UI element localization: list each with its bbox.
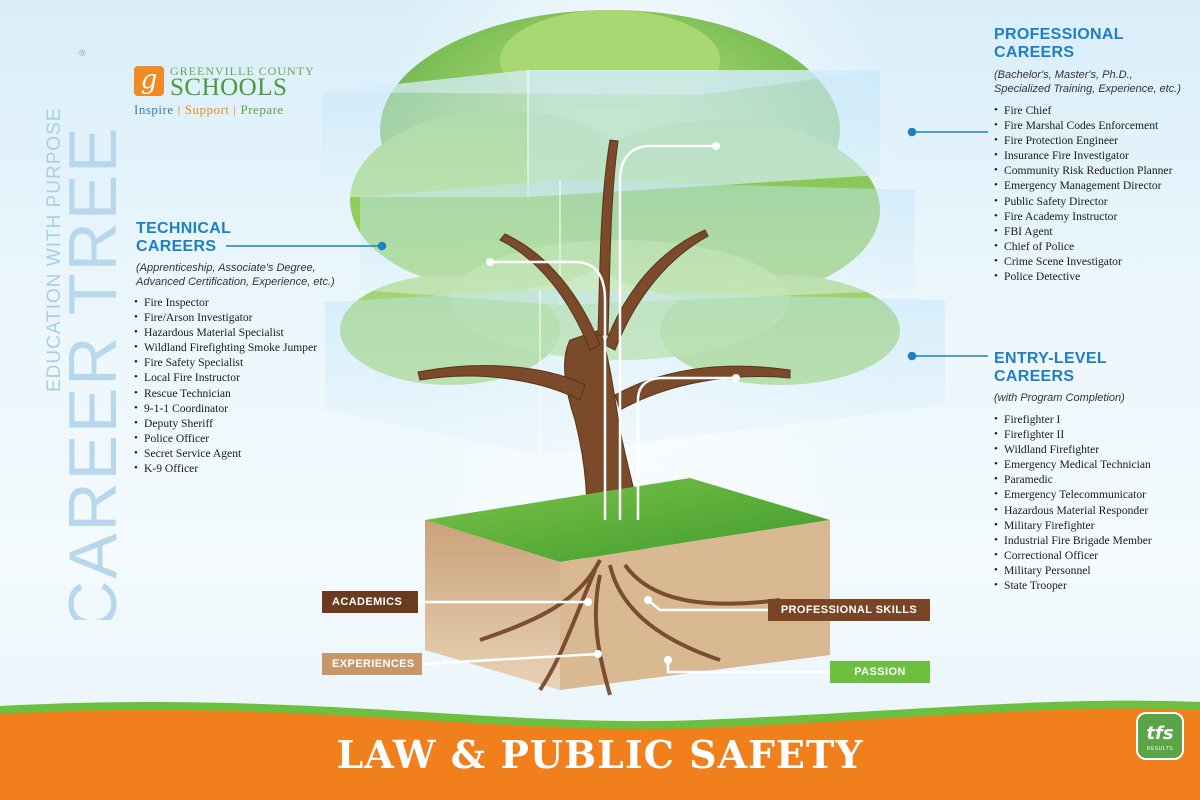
list-item: Deputy Sheriff (134, 416, 334, 431)
professional-heading-line2: CAREERS (994, 44, 1075, 61)
technical-heading: TECHNICAL CAREERS (136, 220, 231, 256)
list-item: Community Risk Reduction Planner (994, 163, 1184, 178)
list-item: Wildland Firefighting Smoke Jumper (134, 340, 334, 355)
entry-heading-line2: CAREERS (994, 368, 1075, 385)
tagline-prepare: Prepare (240, 102, 284, 117)
list-item: Emergency Management Director (994, 178, 1184, 193)
side-title-graphic: EDUCATION WITH PURPOSE CAREER TREE ® (44, 49, 131, 630)
list-item: Emergency Medical Technician (994, 457, 1184, 472)
root-label-professional-skills: PROFESSIONAL SKILLS (768, 599, 930, 621)
list-item: Industrial Fire Brigade Member (994, 533, 1184, 548)
logo-tagline: Inspire|Support|Prepare (134, 102, 284, 118)
professional-careers-list: Fire Chief Fire Marshal Codes Enforcemen… (994, 103, 1184, 284)
list-item: Fire Inspector (134, 295, 334, 310)
list-item: Firefighter I (994, 412, 1184, 427)
tagline-separator: | (177, 102, 181, 117)
entry-heading-line1: ENTRY-LEVEL (994, 350, 1107, 367)
list-item: Correctional Officer (994, 548, 1184, 563)
technical-subtitle: (Apprenticeship, Associate's Degree, Adv… (136, 261, 335, 289)
technical-subtitle-line2: Advanced Certification, Experience, etc.… (136, 276, 335, 288)
tagline-inspire: Inspire (134, 102, 174, 117)
list-item: 9-1-1 Coordinator (134, 401, 334, 416)
professional-heading: PROFESSIONAL CAREERS (994, 26, 1124, 62)
list-item: Local Fire Instructor (134, 370, 334, 385)
entry-subtitle: (with Program Completion) (994, 391, 1125, 405)
soil-block (425, 478, 830, 690)
technical-heading-line1: TECHNICAL (136, 220, 232, 237)
root-label-experiences: EXPERIENCES (322, 653, 422, 675)
root-label-passion: PASSION (830, 661, 930, 683)
list-item: Fire Protection Engineer (994, 133, 1184, 148)
list-item: Fire/Arson Investigator (134, 310, 334, 325)
entry-subtitle-line1: (with Program Completion) (994, 392, 1125, 404)
logo-schools: SCHOOLS (170, 74, 288, 101)
list-item: Fire Chief (994, 103, 1184, 118)
bottom-banner (0, 688, 1200, 800)
list-item: Military Firefighter (994, 518, 1184, 533)
list-item: Hazardous Material Responder (994, 503, 1184, 518)
list-item: Police Officer (134, 431, 334, 446)
list-item: Hazardous Material Specialist (134, 325, 334, 340)
root-label-academics: ACADEMICS (322, 591, 418, 613)
banner-graphic (0, 700, 1200, 800)
registered-mark: ® (78, 49, 87, 59)
list-item: Military Personnel (994, 563, 1184, 578)
logo-mark-icon: g (134, 66, 164, 96)
tagline-support: Support (184, 102, 230, 117)
entry-careers-list: Firefighter I Firefighter II Wildland Fi… (994, 412, 1184, 593)
district-logo: g GREENVILLE COUNTY SCHOOLS Inspire|Supp… (134, 64, 314, 120)
list-item: State Trooper (994, 578, 1184, 593)
list-item: Fire Safety Specialist (134, 355, 334, 370)
list-item: Firefighter II (994, 427, 1184, 442)
list-item: Fire Marshal Codes Enforcement (994, 118, 1184, 133)
list-item: Crime Scene Investigator (994, 254, 1184, 269)
list-item: Chief of Police (994, 239, 1184, 254)
professional-subtitle: (Bachelor's, Master's, Ph.D., Specialize… (994, 68, 1181, 96)
professional-heading-line1: PROFESSIONAL (994, 26, 1124, 43)
technical-heading-line2: CAREERS (136, 238, 217, 255)
list-item: Wildland Firefighter (994, 442, 1184, 457)
list-item: Public Safety Director (994, 194, 1184, 209)
pathway-title: LAW & PUBLIC SAFETY (336, 732, 864, 777)
list-item: Paramedic (994, 472, 1184, 487)
tagline-separator: | (233, 102, 237, 117)
side-title: EDUCATION WITH PURPOSE CAREER TREE ® (12, 20, 131, 630)
tfs-logo-icon: tfs (1136, 712, 1184, 760)
list-item: Emergency Telecommunicator (994, 487, 1184, 502)
list-item: FBI Agent (994, 224, 1184, 239)
list-item: Police Detective (994, 269, 1184, 284)
professional-subtitle-line2: Specialized Training, Experience, etc.) (994, 83, 1181, 95)
entry-heading: ENTRY-LEVEL CAREERS (994, 350, 1107, 386)
logo-county: GREENVILLE COUNTY (170, 64, 315, 78)
list-item: Rescue Technician (134, 386, 334, 401)
professional-subtitle-line1: (Bachelor's, Master's, Ph.D., (994, 69, 1133, 81)
technical-subtitle-line1: (Apprenticeship, Associate's Degree, (136, 262, 316, 274)
side-title-line1: EDUCATION WITH PURPOSE (44, 108, 65, 393)
side-title-line2: CAREER TREE (55, 126, 122, 620)
technical-careers-list: Fire Inspector Fire/Arson Investigator H… (134, 295, 334, 476)
list-item: Insurance Fire Investigator (994, 148, 1184, 163)
list-item: Secret Service Agent (134, 446, 334, 461)
list-item: Fire Academy Instructor (994, 209, 1184, 224)
list-item: K-9 Officer (134, 461, 334, 476)
tfs-logo-subtext: RESULTS (1146, 746, 1174, 752)
